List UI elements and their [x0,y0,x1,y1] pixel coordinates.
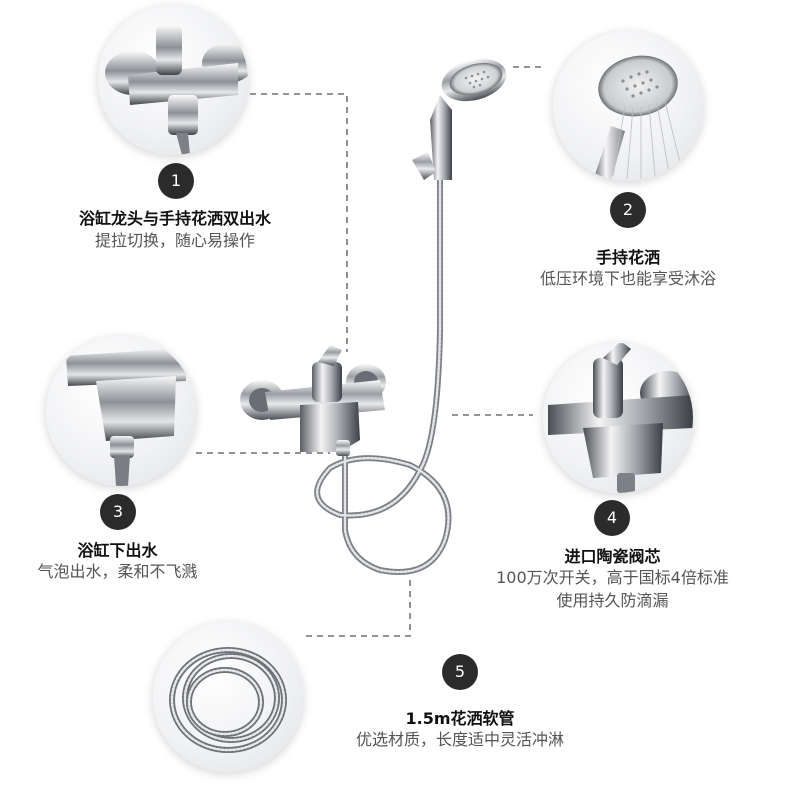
feature-description: 优选材质，长度适中灵活冲淋 [355,730,564,749]
feature-description: 使用持久防滴漏 [556,591,669,610]
feature-description: 低压环境下也能享受沐浴 [539,269,716,288]
hose-coil-image [153,622,303,772]
feature-description: 提拉切换，随心易操作 [94,231,255,250]
faucet-detail-image [98,5,248,155]
feature-title: 浴缸下出水 [77,541,158,560]
feature-number-badge: 2 [610,192,646,228]
feature-title: 浴缸龙头与手持花洒双出水 [78,209,271,228]
feature-description: 100万次开关，高于国标4倍标准 [496,568,729,587]
feature-title: 1.5m花洒软管 [405,709,515,728]
feature-title: 进口陶瓷阀芯 [564,547,661,566]
spout-detail-image [46,336,196,486]
feature-description: 气泡出水，柔和不飞溅 [37,562,198,581]
valve-detail-image [543,343,693,493]
feature-number-badge: 1 [158,163,194,199]
shower-head-spray-image [553,31,703,181]
feature-number-badge: 3 [100,494,136,530]
feature-title: 手持花洒 [595,248,660,267]
feature-number-badge: 5 [442,654,478,690]
feature-number-badge: 4 [594,500,630,536]
